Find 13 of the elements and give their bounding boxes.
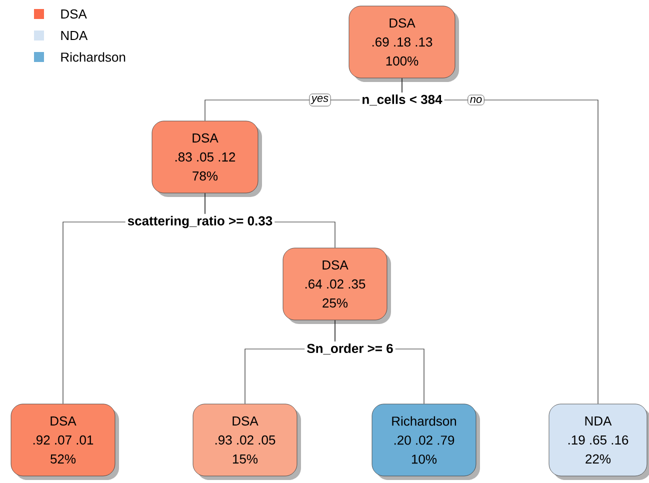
class-box: DSA .64 .02 .35 25% <box>282 248 391 324</box>
legend-label: DSA <box>61 9 87 19</box>
class-box: DSA .93 .02 .05 15% <box>192 404 301 480</box>
class-box: Richardson .20 .02 .79 10% <box>372 404 480 480</box>
legend-label: NDA <box>61 31 88 40</box>
class-box: DSA .83 .05 .12 78% <box>152 120 262 197</box>
class-box: DSA .92 .07 .01 52% <box>10 404 119 480</box>
edge-label: yes <box>309 94 331 106</box>
tree-branch <box>402 78 598 404</box>
legend-label: Richardson <box>61 52 126 62</box>
class-box: DSA .69 .18 .13 100% <box>348 6 459 82</box>
class-box: NDA .19 .65 .16 22% <box>548 404 649 480</box>
edge-label: no <box>468 94 484 106</box>
